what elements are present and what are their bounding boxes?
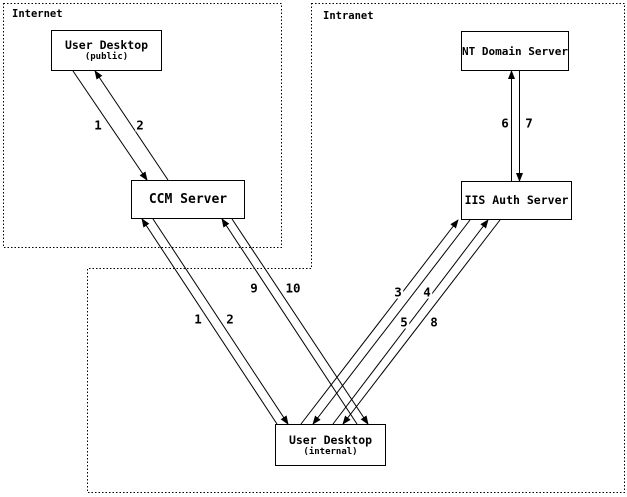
arrow-step10-ccm-to-internal xyxy=(231,218,369,425)
edge-label-step3: 3 xyxy=(393,284,403,300)
node-title: NT Domain Server xyxy=(462,44,568,58)
edge-label-step2-internal: 2 xyxy=(225,311,235,327)
arrow-step1-public-to-ccm xyxy=(72,70,148,181)
node-ccm-server: CCM Server xyxy=(131,180,245,219)
node-nt-domain-server: NT Domain Server xyxy=(461,31,569,71)
edge-label-step7: 7 xyxy=(524,115,534,131)
arrow-step2-ccm-to-internal xyxy=(152,218,289,425)
arrow-step5-internal-to-iis xyxy=(332,219,489,425)
arrow-step2-ccm-to-public xyxy=(94,70,169,181)
node-title: CCM Server xyxy=(148,192,228,207)
edge-label-step10: 10 xyxy=(284,280,302,296)
edge-label-step6: 6 xyxy=(500,115,510,131)
node-user-desktop-internal: User Desktop (internal) xyxy=(275,424,386,466)
arrow-step9-internal-to-ccm xyxy=(221,218,358,425)
node-subtitle: (internal) xyxy=(303,446,358,457)
arrow-step1-internal-to-ccm xyxy=(141,218,278,425)
node-title: User Desktop xyxy=(64,38,149,52)
edge-label-step9: 9 xyxy=(249,280,259,296)
node-user-desktop-public: User Desktop (public) xyxy=(51,30,162,71)
intranet-region-outline xyxy=(87,3,625,493)
node-subtitle: (public) xyxy=(84,52,129,62)
node-title: IIS Auth Server xyxy=(464,193,569,207)
arrow-step8-iis-to-internal xyxy=(342,219,501,425)
internet-region-label: Internet xyxy=(12,8,63,20)
arrow-step3-internal-to-iis xyxy=(300,219,459,425)
arrow-step4-iis-to-internal xyxy=(312,219,471,425)
edge-label-step5: 5 xyxy=(399,314,409,330)
intranet-region-label: Intranet xyxy=(323,10,374,22)
edge-label-step8: 8 xyxy=(429,314,439,330)
edge-label-step2-public: 2 xyxy=(135,117,145,133)
node-iis-auth-server: IIS Auth Server xyxy=(461,181,572,220)
edge-label-step4: 4 xyxy=(422,284,432,300)
edge-label-step1-public: 1 xyxy=(93,117,103,133)
edge-label-step1-internal: 1 xyxy=(193,311,203,327)
node-title: User Desktop xyxy=(288,432,373,447)
internet-region-outline xyxy=(3,3,282,248)
